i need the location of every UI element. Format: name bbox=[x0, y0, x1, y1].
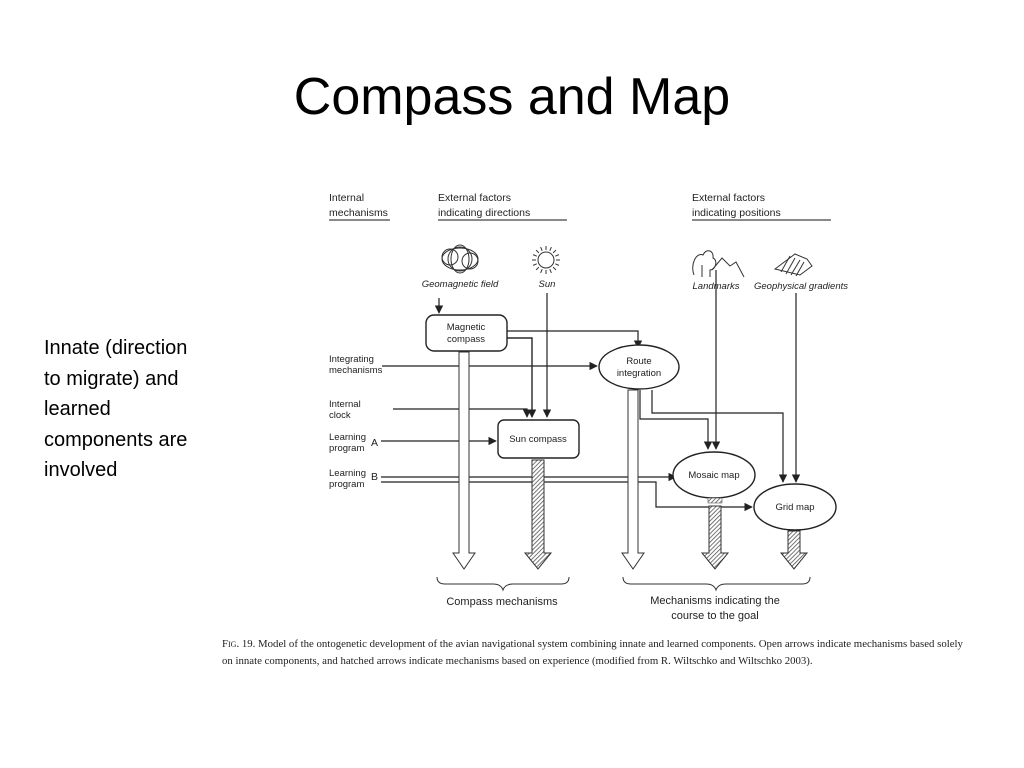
output-compass-mechanisms: Compass mechanisms bbox=[446, 596, 558, 608]
header-internal-line1: Internal bbox=[329, 192, 364, 204]
open-arrow-route bbox=[621, 389, 645, 570]
sun-ray bbox=[532, 263, 537, 266]
header-internal-mechanisms: Internal mechanisms bbox=[329, 192, 390, 221]
node-mosaic-map: Mosaic map bbox=[672, 451, 756, 499]
svg-text:compass: compass bbox=[447, 334, 485, 345]
sun-ray bbox=[532, 254, 537, 257]
hatched-arrow-grid bbox=[779, 530, 809, 570]
node-magnetic-compass: Magnetic compass bbox=[425, 314, 508, 352]
svg-text:Learning: Learning bbox=[329, 432, 366, 443]
svg-text:Route: Route bbox=[626, 356, 651, 367]
input-learning-program-b: Learning program B bbox=[329, 468, 378, 490]
brace-compass-mechanisms bbox=[436, 576, 570, 592]
header-extdir-line1: External factors bbox=[438, 192, 511, 204]
svg-text:Sun compass: Sun compass bbox=[509, 434, 567, 445]
figure-caption-text: Model of the ontogenetic development of … bbox=[222, 638, 963, 667]
open-arrow-magnetic bbox=[452, 351, 476, 570]
node-sun-compass: Sun compass bbox=[497, 419, 580, 459]
hatched-arrow-sun-compass bbox=[523, 459, 553, 570]
svg-text:program: program bbox=[329, 443, 364, 454]
header-internal-line2: mechanisms bbox=[329, 207, 388, 219]
geomagnetic-field-icon bbox=[441, 244, 479, 274]
sun-icon bbox=[532, 246, 560, 274]
figure-label: Fig. 19. bbox=[222, 638, 256, 650]
input-learning-program-a: Learning program A bbox=[329, 432, 378, 454]
sun-ray bbox=[555, 263, 560, 266]
svg-text:Learning: Learning bbox=[329, 468, 366, 479]
header-extdir-line2: indicating directions bbox=[438, 207, 530, 219]
brace-course-to-goal bbox=[622, 576, 811, 592]
header-extpos-line2: indicating positions bbox=[692, 207, 781, 219]
output-course-line2: course to the goal bbox=[671, 610, 758, 622]
input-internal-clock: Internal clock bbox=[329, 399, 361, 421]
hatched-arrow-mosaic bbox=[700, 505, 730, 570]
geophysical-gradients-icon bbox=[773, 253, 813, 277]
sun-ray bbox=[540, 269, 543, 274]
factor-geomagnetic-label: Geomagnetic field bbox=[422, 279, 499, 290]
figure-caption: Fig. 19. Model of the ontogenetic develo… bbox=[222, 636, 972, 669]
svg-text:A: A bbox=[371, 437, 378, 449]
svg-text:Integrating: Integrating bbox=[329, 354, 374, 365]
landmarks-icon bbox=[692, 250, 745, 278]
svg-text:Magnetic: Magnetic bbox=[447, 322, 486, 333]
input-integrating-mechanisms: Integrating mechanisms bbox=[329, 354, 383, 376]
header-extpos-line1: External factors bbox=[692, 192, 765, 204]
connectors bbox=[381, 270, 801, 512]
header-external-positions: External factors indicating positions bbox=[692, 192, 831, 221]
sun-ray bbox=[549, 246, 552, 251]
slide-title: Compass and Map bbox=[293, 68, 731, 126]
sun-ray bbox=[535, 266, 540, 271]
sun-ray bbox=[540, 246, 543, 251]
svg-text:integration: integration bbox=[617, 368, 661, 379]
sun-ray bbox=[552, 249, 557, 254]
side-note: Innate (direction to migrate) and learne… bbox=[44, 337, 188, 481]
sun-ray bbox=[549, 269, 552, 274]
svg-text:B: B bbox=[371, 471, 378, 483]
mosaic-grid-hatch-link bbox=[707, 497, 723, 504]
svg-text:clock: clock bbox=[329, 410, 351, 421]
header-external-directions: External factors indicating directions bbox=[438, 192, 567, 221]
sun-ray bbox=[535, 249, 540, 254]
svg-text:program: program bbox=[329, 479, 364, 490]
sun-ray bbox=[552, 266, 557, 271]
output-course-line1: Mechanisms indicating the bbox=[650, 595, 780, 607]
svg-text:mechanisms: mechanisms bbox=[329, 365, 383, 376]
node-grid-map: Grid map bbox=[753, 483, 837, 531]
svg-text:Internal: Internal bbox=[329, 399, 361, 410]
svg-text:Grid map: Grid map bbox=[775, 502, 814, 513]
svg-text:Mosaic map: Mosaic map bbox=[688, 470, 739, 481]
factor-sun-label: Sun bbox=[539, 279, 556, 290]
sun-ray bbox=[555, 254, 560, 257]
factor-gradients-label: Geophysical gradients bbox=[754, 281, 848, 292]
node-route-integration: Route integration bbox=[598, 344, 680, 390]
